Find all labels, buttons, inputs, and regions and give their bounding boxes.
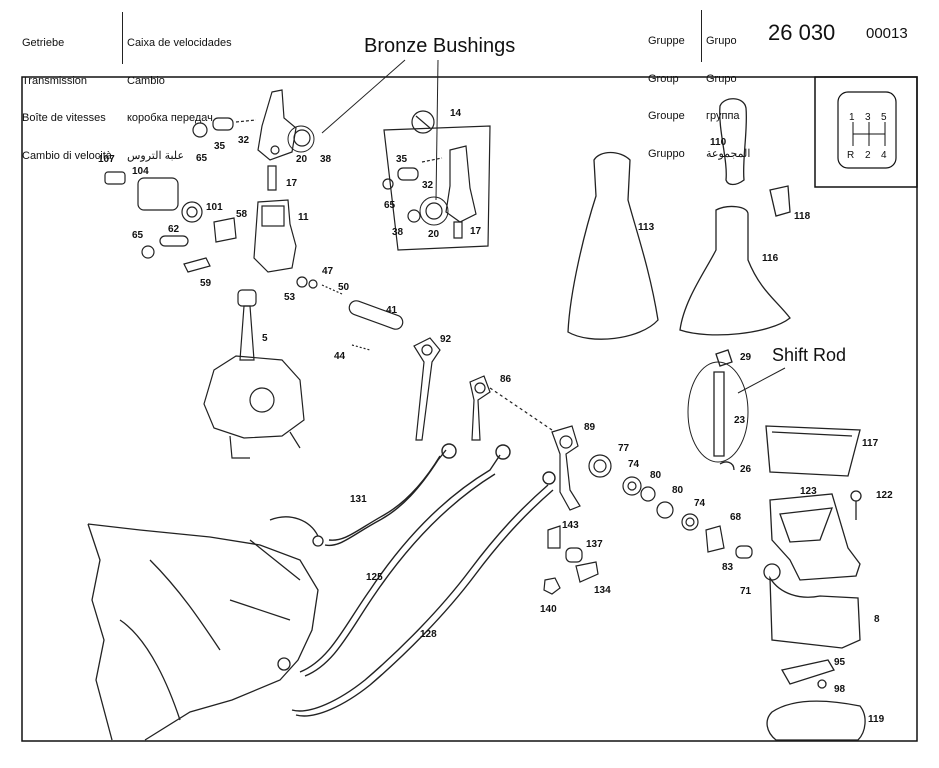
part-label: 71 <box>740 586 752 597</box>
header-languages-left-2: Caixa de velocidades Cambio коробка пере… <box>127 12 232 175</box>
part-label: 14 <box>450 108 462 119</box>
part-label: 38 <box>392 227 404 238</box>
header-group-right: Grupo Grupo группа المجموعة <box>706 10 750 173</box>
part-label: 11 <box>298 212 309 223</box>
part-label: 74 <box>628 459 640 470</box>
shift-housing <box>203 289 305 459</box>
part-label: 65 <box>384 200 396 211</box>
part-label: 8 <box>874 614 880 625</box>
part-label: 118 <box>794 211 811 222</box>
part-label: 119 <box>868 714 885 725</box>
part-label: 77 <box>618 443 630 454</box>
header-text: Grupo <box>706 72 737 85</box>
part-label: 74 <box>694 498 706 509</box>
part-label: 104 <box>132 166 149 177</box>
header-text: علبة التروس <box>127 149 185 162</box>
part-label: 80 <box>672 485 684 496</box>
gear-label: 1 <box>849 112 855 123</box>
part-label: 83 <box>722 562 734 573</box>
shift-rods <box>291 443 556 717</box>
header-text: Grupo <box>706 35 737 47</box>
part-label: 20 <box>428 229 440 240</box>
part-label: 50 <box>338 282 350 293</box>
console-parts <box>567 98 866 741</box>
header-text: Gruppo <box>648 147 685 160</box>
header-text: Groupe <box>648 110 685 122</box>
gear-label: R <box>847 150 854 161</box>
part-label: 89 <box>584 422 596 433</box>
part-label: 113 <box>638 222 655 233</box>
part-label: 32 <box>238 135 250 146</box>
part-label: 101 <box>206 202 223 213</box>
part-label: 5 <box>262 333 268 344</box>
part-label: 26 <box>740 464 752 475</box>
part-label: 95 <box>834 657 846 668</box>
part-label: 44 <box>334 351 346 362</box>
annotation-shift-rod: Shift Rod <box>772 345 847 365</box>
part-label: 29 <box>740 352 752 363</box>
part-label: 58 <box>236 209 248 220</box>
transmission-housing <box>87 516 324 741</box>
gear-label: 4 <box>881 150 887 161</box>
part-label: 53 <box>284 292 296 303</box>
sheet-code: 00013 <box>866 25 908 42</box>
part-label: 125 <box>366 572 383 583</box>
header-divider <box>701 10 702 62</box>
part-label: 20 <box>296 154 308 165</box>
part-label: 17 <box>286 178 298 189</box>
part-label: 117 <box>862 438 879 449</box>
part-label: 68 <box>730 512 742 523</box>
header-text: коробка передач <box>127 112 213 124</box>
part-label: 65 <box>132 230 144 241</box>
header-divider <box>122 12 123 64</box>
header-text: группа <box>706 110 740 122</box>
part-label: 59 <box>200 278 212 289</box>
part-label: 110 <box>710 137 727 148</box>
part-label: 116 <box>762 253 779 264</box>
header-text: Cambio di velocità <box>22 149 112 162</box>
header-text: Gruppe <box>648 35 685 47</box>
part-label: 107 <box>98 154 115 165</box>
part-label: 62 <box>168 224 180 235</box>
part-label: 131 <box>350 494 367 505</box>
part-label: 92 <box>440 334 452 345</box>
selector-parts <box>104 89 404 351</box>
diagram-frame <box>21 76 918 742</box>
part-label: 65 <box>196 153 208 164</box>
part-label: 143 <box>562 520 579 531</box>
header-text: Boîte de vitesses <box>22 112 106 124</box>
levers <box>413 337 753 595</box>
part-label: 80 <box>650 470 662 481</box>
annotation-bronze-bushings: Bronze Bushings <box>364 35 516 57</box>
part-label: 35 <box>214 141 226 152</box>
part-label: 32 <box>422 180 434 191</box>
gear-label: 5 <box>881 112 887 123</box>
part-label: 128 <box>420 629 437 640</box>
part-label: 47 <box>322 266 334 277</box>
gear-label: 2 <box>865 150 871 161</box>
header-text: Caixa de velocidades <box>127 37 232 49</box>
part-label: 123 <box>800 486 817 497</box>
part-label: 35 <box>396 154 408 165</box>
part-label: 38 <box>320 154 332 165</box>
part-label: 23 <box>734 415 746 426</box>
header-text: Group <box>648 72 679 85</box>
part-label: 17 <box>470 226 482 237</box>
part-label: 140 <box>540 604 557 615</box>
part-label: 86 <box>500 374 512 385</box>
part-label: 98 <box>834 684 846 695</box>
part-label: 137 <box>586 539 603 550</box>
gear-label: 3 <box>865 112 871 123</box>
group-code: 26 030 <box>768 20 836 45</box>
inset-selector-box <box>382 110 491 251</box>
part-label: 41 <box>386 305 398 316</box>
part-label: 122 <box>876 490 893 501</box>
gear-pattern-box: 1 3 5 R 2 4 <box>814 76 918 188</box>
part-label: 134 <box>594 585 611 596</box>
header-text: Getriebe <box>22 37 65 49</box>
part-labels: 107 104 65 35 32 20 38 17 101 58 11 65 6… <box>98 108 893 725</box>
header-group-left: Gruppe Group Groupe Gruppo <box>648 10 685 173</box>
header-text: المجموعة <box>706 147 751 160</box>
